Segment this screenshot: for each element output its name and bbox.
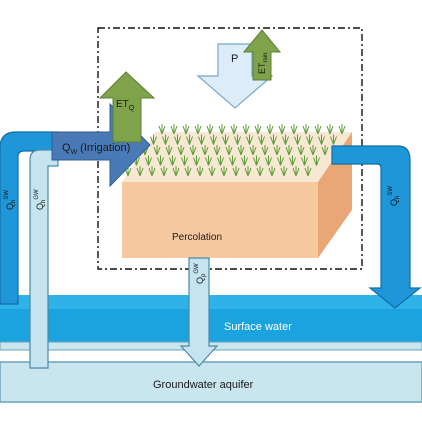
crop-tuft [222,134,229,145]
crop-tuft [268,166,276,177]
crop-tuft [246,134,253,145]
crop-tuft [237,145,245,156]
soil-block-front [122,182,318,258]
crop-tuft [153,145,161,156]
crop-tuft [253,155,260,166]
crop-tuft [301,155,308,166]
crop-tuft [306,134,313,145]
surface-water-top-stripe [0,295,422,309]
soil-block-top [122,132,352,182]
percolation-arrow [179,257,219,367]
crop-tuft [241,155,248,166]
crop-tuft [265,155,272,166]
irrigation-label: QW(Irrigation) [62,142,130,156]
groundwater-aquifer-band [0,361,422,403]
percolation-label: Percolation [172,232,222,243]
crop-tuft [150,134,157,145]
crop-tuft [244,166,252,177]
crop-tuft [289,155,296,166]
crop-tuft [278,124,286,135]
left-inner-pipe [29,149,59,369]
crop-tuft [304,166,312,177]
crop-tuft [280,166,288,177]
crop-tuft [277,155,284,166]
crop-tuft [205,155,212,166]
groundwater-aquifer-label: Groundwater aquifer [153,379,254,391]
crop-tuft [309,145,317,156]
crop-tuft [232,166,240,177]
left-outer-pipe-label: QhSW [4,190,17,210]
crop-tuft [145,155,152,166]
left-inner-pipe-label: QhGW [34,189,47,210]
right-pipe-label: QhSW [388,186,401,206]
crop-tuft [230,124,238,135]
crop-tuft [157,155,164,166]
crop-tuft [194,124,202,135]
crop-tuft [174,134,181,145]
crop-tuft [258,134,265,145]
crop-tuft [285,145,293,156]
crop-tuft [249,145,257,156]
crop-tuft [242,124,250,135]
crop-tuft [189,145,197,156]
crop-tuft [162,134,169,145]
percolation-flow-label: QpGW [194,263,207,284]
crop-tuft [217,155,224,166]
crop-tuft [254,124,262,135]
crop-tuft [330,134,337,145]
crop-tuft [282,134,289,145]
crop-tuft [234,134,241,145]
crop-tuft [314,124,322,135]
crop-tuft [184,166,192,177]
crop-tuft [220,166,228,177]
crop-tuft [196,166,204,177]
crop-tuft [321,145,329,156]
crop-tuft [290,124,298,135]
crop-tuft [326,124,334,135]
crop-tuft [210,134,217,145]
crop-tuft [198,134,205,145]
crop-tuft [170,124,178,135]
surface-water-label: Surface water [224,321,292,333]
crop-tuft [148,166,156,177]
crop-tuft [338,124,346,135]
crop-tuft [186,134,193,145]
crop-tuft [302,124,310,135]
crop-tuft [256,166,264,177]
crop-tuft [213,145,221,156]
crop-tuft [177,145,185,156]
et-rain-arrow [242,29,282,81]
crop-tuft [273,145,281,156]
crop-tuft [218,124,226,135]
crop-tuft [169,155,176,166]
crop-tuft [208,166,216,177]
crop-tuft [313,155,320,166]
crop-tuft [292,166,300,177]
crop-tuft [193,155,200,166]
et-irrigation-label: ETQ [116,99,135,112]
et-irrigation-arrow [98,71,156,143]
crop-tuft [318,134,325,145]
crop-tuft [201,145,209,156]
crop-tuft [165,145,173,156]
crop-tuft [270,134,277,145]
crop-tuft [297,145,305,156]
right-pipe [331,145,422,309]
et-rain-label: ETrain [257,52,269,74]
crop-tuft [136,166,144,177]
crop-tuft [294,134,301,145]
crop-tuft [206,124,214,135]
crop-tuft [158,124,166,135]
crop-tuft [160,166,168,177]
crop-rows [124,124,346,177]
crop-tuft [261,145,269,156]
crop-tuft [266,124,274,135]
crop-tuft [181,155,188,166]
crop-tuft [229,155,236,166]
crop-tuft [182,124,190,135]
precipitation-label: P [231,53,238,65]
crop-tuft [225,145,233,156]
crop-tuft [172,166,180,177]
